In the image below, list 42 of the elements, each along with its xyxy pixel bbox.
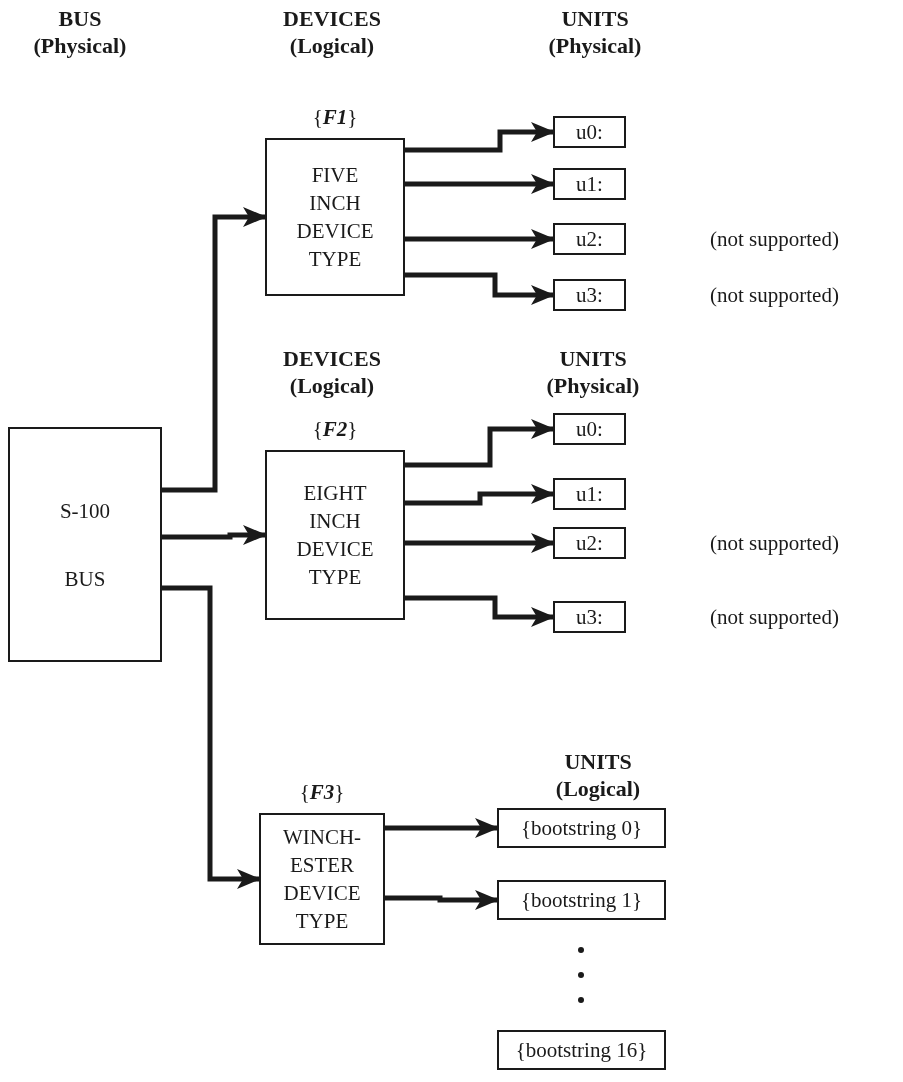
arrow xyxy=(385,818,499,838)
box-label: u1: xyxy=(575,481,604,508)
arrow xyxy=(405,595,555,627)
note: (not supported) xyxy=(710,604,839,631)
box-label: BUS xyxy=(63,565,107,593)
column-heading: DEVICES (Logical) xyxy=(282,345,382,399)
note: (not supported) xyxy=(710,282,839,309)
box-label: u1: xyxy=(575,171,604,198)
arrow xyxy=(162,585,261,889)
device-heading: {F1} xyxy=(312,104,358,131)
box-label: FIVE INCH DEVICE TYPE xyxy=(295,162,375,273)
box-label: u0: xyxy=(575,119,604,146)
box-label: u2: xyxy=(575,530,604,557)
arrow xyxy=(405,484,555,506)
arrow xyxy=(405,419,555,468)
arrow xyxy=(162,525,267,545)
column-heading: UNITS (Physical) xyxy=(545,345,641,399)
box-label: u3: xyxy=(575,282,604,309)
column-heading: UNITS (Physical) xyxy=(547,5,643,59)
box-label: {bootstring 16} xyxy=(514,1037,649,1064)
box-label: u2: xyxy=(575,226,604,253)
arrow xyxy=(405,533,555,553)
device-heading: {F2} xyxy=(312,416,358,443)
box-label: {bootstring 0} xyxy=(519,815,644,842)
box-label: u0: xyxy=(575,416,604,443)
column-heading: DEVICES (Logical) xyxy=(282,5,382,59)
device-heading: {F3} xyxy=(299,779,345,806)
box-label: S-100 xyxy=(58,497,112,525)
arrow xyxy=(405,229,555,249)
arrow xyxy=(405,122,555,153)
arrow xyxy=(162,207,267,493)
box-label: u3: xyxy=(575,604,604,631)
box-label: EIGHT INCH DEVICE TYPE xyxy=(295,480,375,591)
arrow xyxy=(385,890,499,910)
note: (not supported) xyxy=(710,226,839,253)
column-heading: UNITS (Logical) xyxy=(554,748,642,802)
column-heading: BUS (Physical) xyxy=(32,5,128,59)
arrow xyxy=(405,174,555,194)
box-label: {bootstring 1} xyxy=(519,887,644,914)
arrow xyxy=(405,272,555,305)
note: (not supported) xyxy=(710,530,839,557)
box-label: WINCH- ESTER DEVICE TYPE xyxy=(281,824,363,935)
